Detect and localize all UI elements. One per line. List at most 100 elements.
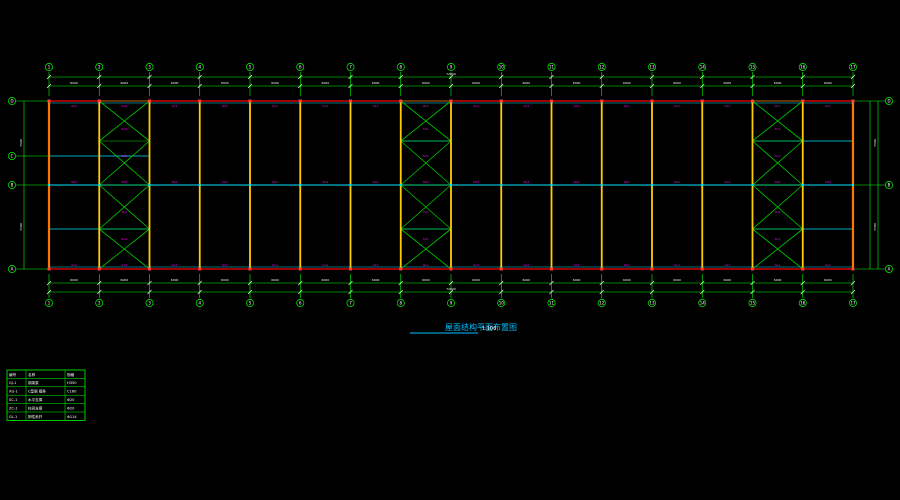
dim-tick <box>700 280 705 286</box>
member-label-bottom: GL1 <box>624 263 630 267</box>
bay-dim-top: 6000 <box>372 81 380 85</box>
column-axis-label: 11 <box>549 301 555 306</box>
column-base-top <box>97 99 101 103</box>
dim-tick <box>649 83 655 89</box>
bay-dim-bottom: 6000 <box>271 278 279 282</box>
member-label-top: GL1 <box>624 104 630 108</box>
side-dim-left: 7500 <box>19 139 23 147</box>
row-axis-label-left: C <box>11 154 14 159</box>
row-axis-label-right: A <box>888 267 891 272</box>
legend-cell: Φ20 <box>67 398 75 402</box>
column-base-bottom <box>751 267 754 271</box>
row-axis-label-left: B <box>11 183 14 188</box>
bay-dim-top: 6000 <box>472 81 480 85</box>
legend-cell: XG-1 <box>9 390 18 394</box>
bay-dim-bottom: 6000 <box>724 278 732 282</box>
legend-cell: ZC-1 <box>9 406 18 410</box>
row-axis-label-right: B <box>888 183 891 188</box>
member-label-top: GL1 <box>775 104 781 108</box>
bay-dim-top: 6000 <box>573 81 581 85</box>
bay-dim-top: 6000 <box>322 81 330 85</box>
column-base-top <box>801 99 805 103</box>
column-axis-label: 11 <box>549 65 555 70</box>
column-axis-bubble <box>346 299 355 307</box>
brace-label: SC1 <box>775 154 781 158</box>
column-base-top <box>600 99 604 103</box>
dim-tick <box>197 289 202 295</box>
dim-tick <box>750 280 755 286</box>
member-label-top: GL1 <box>272 104 278 108</box>
brace-label: SC1 <box>121 237 127 241</box>
member-label-top: GL1 <box>172 104 178 108</box>
dim-tick <box>499 83 504 89</box>
drawing-scale: 1:100 <box>482 326 496 332</box>
overall-dim-bottom: 72000 <box>446 287 456 291</box>
column-axis-bubble <box>396 299 405 307</box>
member-label-bottom: GL1 <box>825 263 831 267</box>
column-axis-label: 4 <box>198 65 201 70</box>
dim-tick <box>348 74 353 80</box>
column-axis-label: 14 <box>700 65 706 70</box>
bay-dim-top: 6000 <box>724 81 732 85</box>
column-base-top <box>198 99 202 103</box>
bay-dim-top: 6000 <box>422 81 430 85</box>
member-label-top: GL1 <box>574 104 580 108</box>
row-axis-bubble-left <box>8 181 16 189</box>
dim-tick <box>147 289 152 295</box>
column-base-bottom <box>248 267 252 271</box>
brace-label: SC1 <box>423 127 429 131</box>
bay-dim-bottom: 6000 <box>573 278 581 282</box>
column-axis-label: 1 <box>48 301 51 306</box>
member-label-top: GL1 <box>71 104 77 108</box>
column-node-mid <box>550 184 553 186</box>
member-label-mid: XG1 <box>724 180 730 184</box>
brace-label: SC1 <box>775 210 781 214</box>
member-label-mid: XG1 <box>774 180 780 184</box>
dim-tick <box>599 83 604 89</box>
legend-cell: Φ114 <box>67 415 77 419</box>
brace-label: SC1 <box>423 154 429 158</box>
bay-dim-top: 6000 <box>623 81 631 85</box>
member-label-top: GL1 <box>423 104 429 108</box>
column-base-top <box>851 99 855 103</box>
column-base-bottom <box>851 267 855 271</box>
member-label-bottom: GL1 <box>674 263 680 267</box>
column-axis-label: 17 <box>850 65 856 70</box>
bay-dim-top: 6000 <box>171 81 179 85</box>
dim-tick <box>398 280 403 286</box>
column-axis-bubble <box>547 63 556 71</box>
x-brace <box>99 228 150 270</box>
member-label-bottom: GL1 <box>523 263 529 267</box>
bay-dim-bottom: 6000 <box>372 278 380 282</box>
row-axis-bubble-right <box>885 265 893 273</box>
member-label-mid: XG1 <box>121 180 127 184</box>
column-base-top <box>499 99 503 103</box>
column-axis-label: 12 <box>599 65 605 70</box>
bay-dim-bottom: 6000 <box>523 278 531 282</box>
dim-tick <box>247 83 253 89</box>
member-label-bottom: GL1 <box>322 263 328 267</box>
column-axis-bubble <box>497 299 506 307</box>
member-label-mid: XG1 <box>674 180 680 184</box>
x-brace <box>752 228 803 270</box>
row-axis-label-right: D <box>887 99 890 104</box>
legend-header: 规格 <box>67 372 75 377</box>
member-label-mid: XG1 <box>423 180 429 184</box>
legend-cell: H350 <box>67 381 77 385</box>
member-label-mid: XG1 <box>573 180 579 184</box>
column-axis-bubble <box>597 63 606 71</box>
column-axis-bubble <box>346 63 355 71</box>
x-brace <box>400 228 452 270</box>
dim-tick <box>97 74 102 80</box>
column-axis-bubble <box>798 63 807 71</box>
column-axis-label: 17 <box>850 301 856 306</box>
column-node-mid <box>651 184 653 186</box>
brace-label: SC1 <box>775 127 781 131</box>
column-axis-bubble <box>849 299 857 307</box>
column-axis-bubble <box>95 299 104 307</box>
column-axis-label: 5 <box>249 65 252 70</box>
bay-dim-bottom: 6000 <box>472 278 480 282</box>
column-axis-label: 10 <box>499 65 505 70</box>
brace-label: SC1 <box>423 210 429 214</box>
